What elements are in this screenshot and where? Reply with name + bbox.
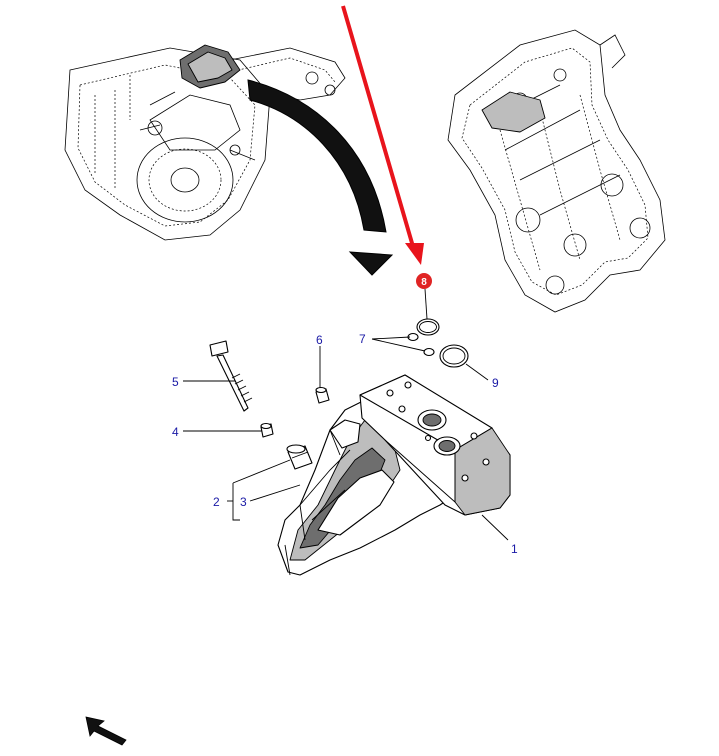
bushing-part	[260, 422, 274, 438]
callout-1: 1	[511, 542, 518, 556]
callout-2: 2	[213, 495, 220, 509]
callout-6: 6	[316, 333, 323, 347]
callout-8: 8	[421, 277, 427, 288]
o-ring-8-part	[416, 318, 440, 336]
leader-lines	[183, 288, 509, 541]
callout-5: 5	[172, 375, 179, 389]
o-ring-7-part	[407, 332, 435, 357]
transmission-housing-sketch	[64, 44, 346, 241]
sleeve-part	[286, 444, 313, 470]
callout-4: 4	[172, 425, 179, 439]
callout-8-marker: 8	[416, 273, 432, 289]
valve-body-part	[277, 374, 511, 576]
orientation-arrow-icon	[85, 716, 127, 746]
callout-7: 7	[359, 332, 366, 346]
callout-9: 9	[492, 376, 499, 390]
callout-3: 3	[240, 495, 247, 509]
dowel-pin-part	[315, 386, 330, 404]
bolt-part	[209, 340, 253, 412]
curved-transfer-arrow-icon	[247, 79, 394, 276]
o-ring-9-part	[439, 344, 469, 368]
red-pointer-arrow-icon	[341, 5, 424, 265]
valve-stack-sketch	[447, 29, 666, 313]
